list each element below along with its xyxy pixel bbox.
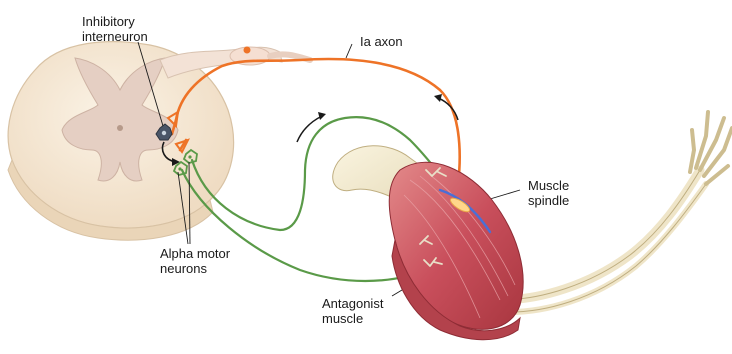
label-antagonist-muscle: Antagonist muscle [322, 296, 383, 326]
biceps-muscle [389, 162, 523, 339]
label-inhibitory-interneuron: Inhibitory interneuron [82, 14, 148, 44]
spinal-cord [8, 42, 310, 240]
curved-arrow-icon [297, 94, 458, 142]
label-muscle-spindle: Muscle spindle [528, 178, 569, 208]
label-ia-axon: Ia axon [360, 34, 403, 49]
label-alpha-motor-neurons: Alpha motor neurons [160, 246, 230, 276]
